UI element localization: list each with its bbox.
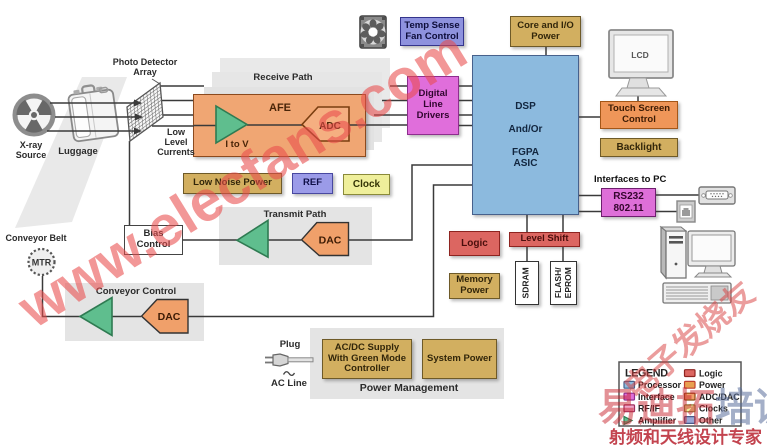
svg-text:Processor: Processor [638,380,682,390]
svg-text:Logic: Logic [699,369,723,379]
svg-text:Interface: Interface [638,392,675,402]
svg-text:LEGEND: LEGEND [625,368,668,380]
svg-text:Amplifier: Amplifier [638,415,677,425]
svg-text:DAC: DAC [319,235,342,247]
svg-text:DAC: DAC [158,311,181,323]
svg-text:ADC/DAC: ADC/DAC [699,392,740,402]
svg-text:LCD: LCD [631,50,648,60]
svg-text:RF/IF: RF/IF [638,404,661,414]
svg-text:MTR: MTR [32,258,52,268]
svg-text:Clocks: Clocks [699,404,728,414]
svg-text:Other: Other [699,415,723,425]
svg-text:ADC: ADC [319,121,341,132]
svg-text:Power: Power [699,380,726,390]
